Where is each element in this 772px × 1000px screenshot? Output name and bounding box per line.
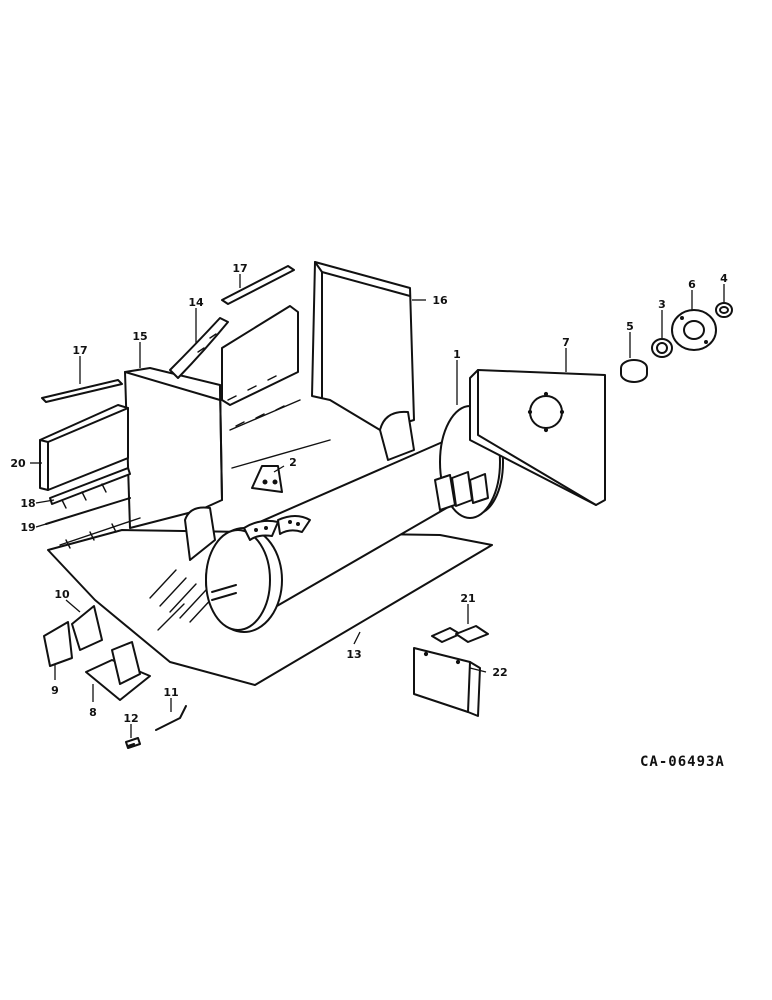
callout-16: 16 bbox=[432, 294, 448, 307]
callout-5: 5 bbox=[626, 320, 634, 333]
part-8-mounting-bracket bbox=[85, 641, 151, 701]
callout-19: 19 bbox=[20, 521, 35, 534]
upper-rail-panel bbox=[221, 305, 331, 469]
callout-1: 1 bbox=[453, 348, 461, 361]
callout-14: 14 bbox=[188, 296, 204, 309]
part-2-small-plate bbox=[251, 465, 283, 493]
part-17-top-strip-left bbox=[41, 379, 123, 403]
callout-3: 3 bbox=[658, 298, 666, 311]
callout-10: 10 bbox=[54, 588, 70, 601]
part-7-end-plate bbox=[469, 369, 606, 506]
callout-2: 2 bbox=[289, 456, 297, 469]
part-1-drum bbox=[205, 405, 521, 633]
callout-11: 11 bbox=[163, 686, 178, 699]
callout-15: 15 bbox=[132, 330, 147, 343]
part-15-left-side-panel bbox=[124, 367, 223, 561]
figure-id: CA-06493A bbox=[640, 754, 725, 770]
callout-22: 22 bbox=[492, 666, 507, 679]
part-19-rod bbox=[45, 497, 131, 525]
part-9-bracket bbox=[43, 621, 73, 667]
callout-20: 20 bbox=[10, 457, 26, 470]
part-5-bushing bbox=[620, 359, 648, 383]
callout-18: 18 bbox=[20, 497, 35, 510]
part-4-washer bbox=[715, 302, 733, 318]
part-10-bracket bbox=[71, 605, 103, 651]
callout-12: 12 bbox=[123, 712, 138, 725]
part-21-clips bbox=[431, 625, 489, 643]
part-16-right-side-panel bbox=[311, 261, 415, 461]
part-6-flange bbox=[671, 309, 717, 351]
callouts: 1 2 3 4 5 6 7 8 9 10 11 12 13 14 15 16 1… bbox=[10, 262, 728, 725]
callout-4: 4 bbox=[720, 272, 728, 285]
part-12-bolt bbox=[125, 737, 141, 749]
part-22-u-bracket bbox=[413, 647, 481, 717]
lower-rail bbox=[59, 517, 141, 549]
callout-21: 21 bbox=[460, 592, 475, 605]
leader-lines bbox=[30, 274, 725, 738]
part-18-bracket-strip bbox=[49, 467, 131, 509]
callout-7: 7 bbox=[562, 336, 570, 349]
part-3-bearing bbox=[651, 338, 673, 358]
part-14-curved-liner bbox=[169, 317, 229, 379]
callout-13: 13 bbox=[346, 648, 361, 661]
callout-17-top: 17 bbox=[232, 262, 247, 275]
callout-9: 9 bbox=[51, 684, 59, 697]
part-20-side-beam bbox=[39, 404, 129, 491]
callout-17-left: 17 bbox=[72, 344, 87, 357]
callout-8: 8 bbox=[89, 706, 97, 719]
part-11-hex-key bbox=[155, 705, 187, 731]
callout-6: 6 bbox=[688, 278, 696, 291]
part-17-top-strip-right bbox=[221, 265, 295, 305]
